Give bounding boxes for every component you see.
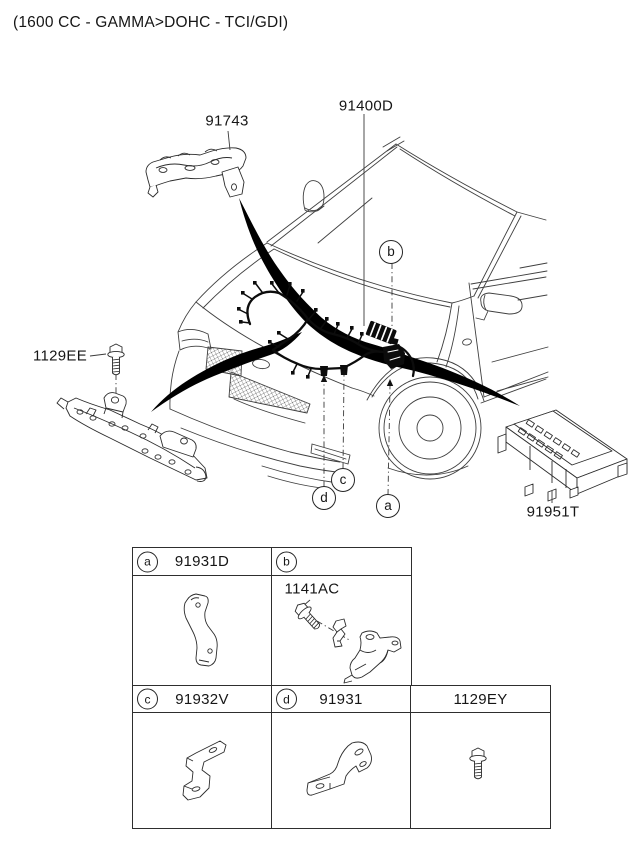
callout-badge-d: d <box>276 688 297 710</box>
harness-connectors <box>237 281 405 379</box>
table-header-d[interactable]: d 91931 <box>272 686 411 713</box>
table-cell-c-drawing <box>133 713 272 828</box>
bolt-1129EE-icon <box>107 343 125 376</box>
label-91951T[interactable]: 91951T <box>526 503 580 521</box>
part-number-91932V[interactable]: 91932V <box>175 690 229 708</box>
part-number-empty <box>272 548 411 575</box>
part-number-91931D[interactable]: 91931D <box>174 553 230 570</box>
callout-badge-a: a <box>137 551 158 572</box>
page-title: (1600 CC - GAMMA>DOHC - TCI/GDI) <box>13 14 289 31</box>
label-1141AC[interactable]: 1141AC <box>284 580 340 598</box>
relay-box-connector <box>365 320 397 345</box>
table-cell-d-drawing <box>272 713 411 828</box>
fuse-box-drawing <box>497 409 628 502</box>
label-91743[interactable]: 91743 <box>205 112 249 130</box>
label-91400D[interactable]: 91400D <box>338 97 394 115</box>
parts-table-bottom: c 91932V d 91931 1129EY <box>132 685 551 829</box>
parts-table-top: a 91931D b <box>132 547 412 688</box>
arrowheads <box>320 368 394 386</box>
callout-b: b <box>379 240 403 264</box>
callout-badge-c: c <box>137 688 158 710</box>
callout-d: d <box>312 486 336 510</box>
part-number-91931[interactable]: 91931 <box>319 690 363 708</box>
table-cell-a-drawing <box>133 576 272 687</box>
wiring-harness-drawing <box>237 281 415 379</box>
crossmember-drawing <box>56 392 208 482</box>
table-header-a[interactable]: a 91931D <box>133 548 272 576</box>
part-number-1129EY[interactable]: 1129EY <box>453 690 508 708</box>
table-cell-1129EY-drawing <box>411 713 550 828</box>
table-header-1129EY[interactable]: 1129EY <box>411 686 550 713</box>
car-body-drawing <box>169 136 549 490</box>
callout-badge-b: b <box>276 551 297 572</box>
table-header-b[interactable]: b <box>272 548 411 576</box>
callout-a: a <box>376 494 400 518</box>
protector-91743-drawing <box>145 147 247 198</box>
callout-c: c <box>331 468 355 492</box>
label-1129EE[interactable]: 1129EE <box>32 347 88 365</box>
harness-routing-swoosh <box>151 198 520 412</box>
table-header-c[interactable]: c 91932V <box>133 686 272 713</box>
